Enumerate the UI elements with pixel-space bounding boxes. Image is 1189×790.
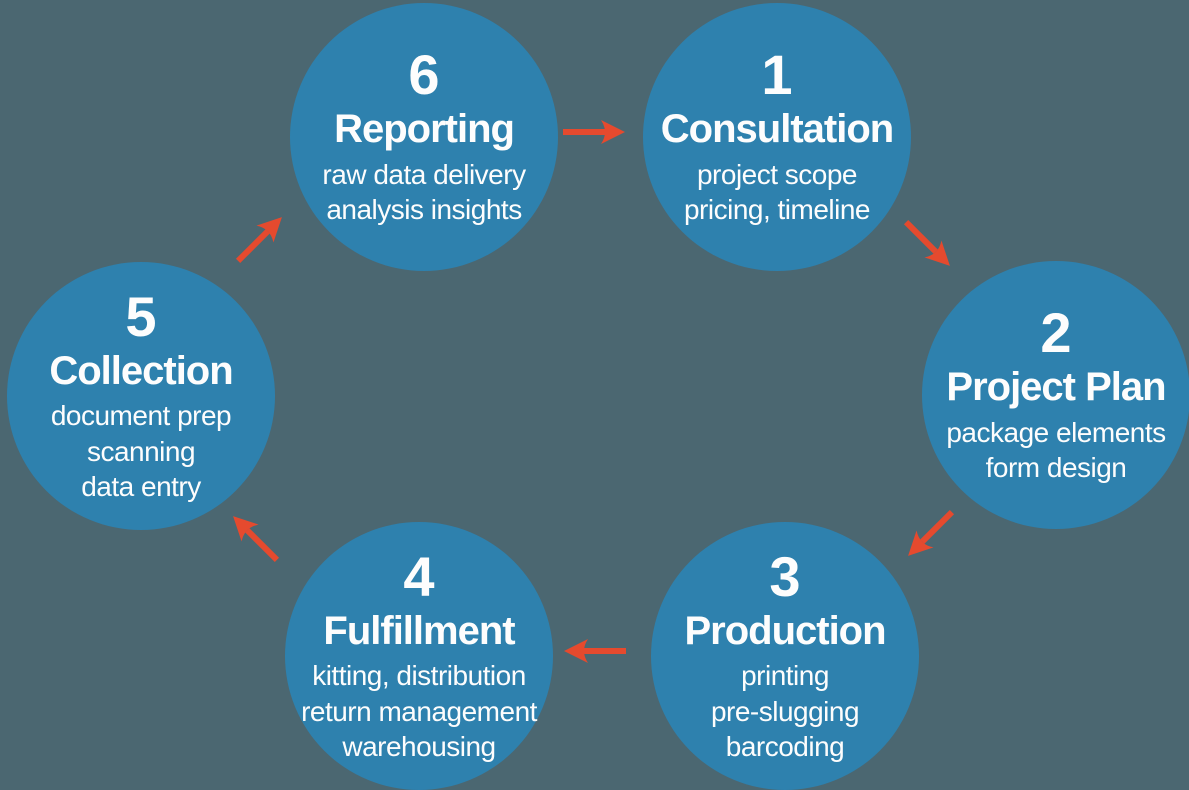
step-number: 4: [403, 544, 435, 608]
arrow-2-to-3-icon: [893, 497, 968, 572]
step-detail: pre-slugging: [710, 695, 860, 727]
step-detail: raw data delivery: [322, 159, 526, 191]
step-detail: warehousing: [342, 730, 496, 762]
step-detail: barcoding: [725, 730, 845, 762]
step-title: Consultation: [660, 107, 894, 152]
step-circle-consultation: 1 Consultation project scope pricing, ti…: [643, 3, 911, 271]
step-number: 5: [125, 284, 157, 348]
step-number: 2: [1040, 301, 1072, 365]
step-circle-project-plan: 2 Project Plan package elements form des…: [922, 261, 1189, 529]
step-number: 6: [408, 43, 440, 107]
step-detail: printing: [741, 660, 829, 692]
step-circle-fulfillment: 4 Fulfillment kitting, distribution retu…: [285, 522, 553, 790]
step-detail: kitting, distribution: [312, 660, 526, 692]
step-circle-reporting: 6 Reporting raw data delivery analysis i…: [290, 3, 558, 271]
step-title: Reporting: [334, 107, 515, 152]
arrow-3-to-4-icon: [562, 631, 628, 671]
step-detail: project scope: [696, 159, 858, 191]
arrow-5-to-6-icon: [223, 202, 298, 277]
step-circle-production: 3 Production printing pre-slugging barco…: [651, 522, 919, 790]
step-title: Collection: [49, 348, 233, 393]
step-detail: form design: [985, 452, 1127, 484]
step-number: 1: [761, 43, 793, 107]
step-title: Fulfillment: [323, 608, 515, 653]
step-detail: pricing, timeline: [683, 194, 871, 226]
step-detail: data entry: [81, 470, 201, 502]
step-detail: analysis insights: [326, 194, 522, 226]
step-title: Production: [684, 608, 886, 653]
step-number: 3: [769, 544, 801, 608]
arrow-4-to-5-icon: [218, 501, 293, 576]
step-detail: scanning: [86, 435, 196, 467]
step-detail: package elements: [946, 417, 1166, 449]
step-title: Project Plan: [946, 365, 1166, 410]
step-detail: return management: [301, 695, 537, 727]
arrow-1-to-2-icon: [891, 207, 966, 282]
arrow-6-to-1-icon: [561, 112, 627, 152]
step-circle-collection: 5 Collection document prep scanning data…: [7, 262, 275, 530]
step-detail: document prep: [50, 400, 232, 432]
